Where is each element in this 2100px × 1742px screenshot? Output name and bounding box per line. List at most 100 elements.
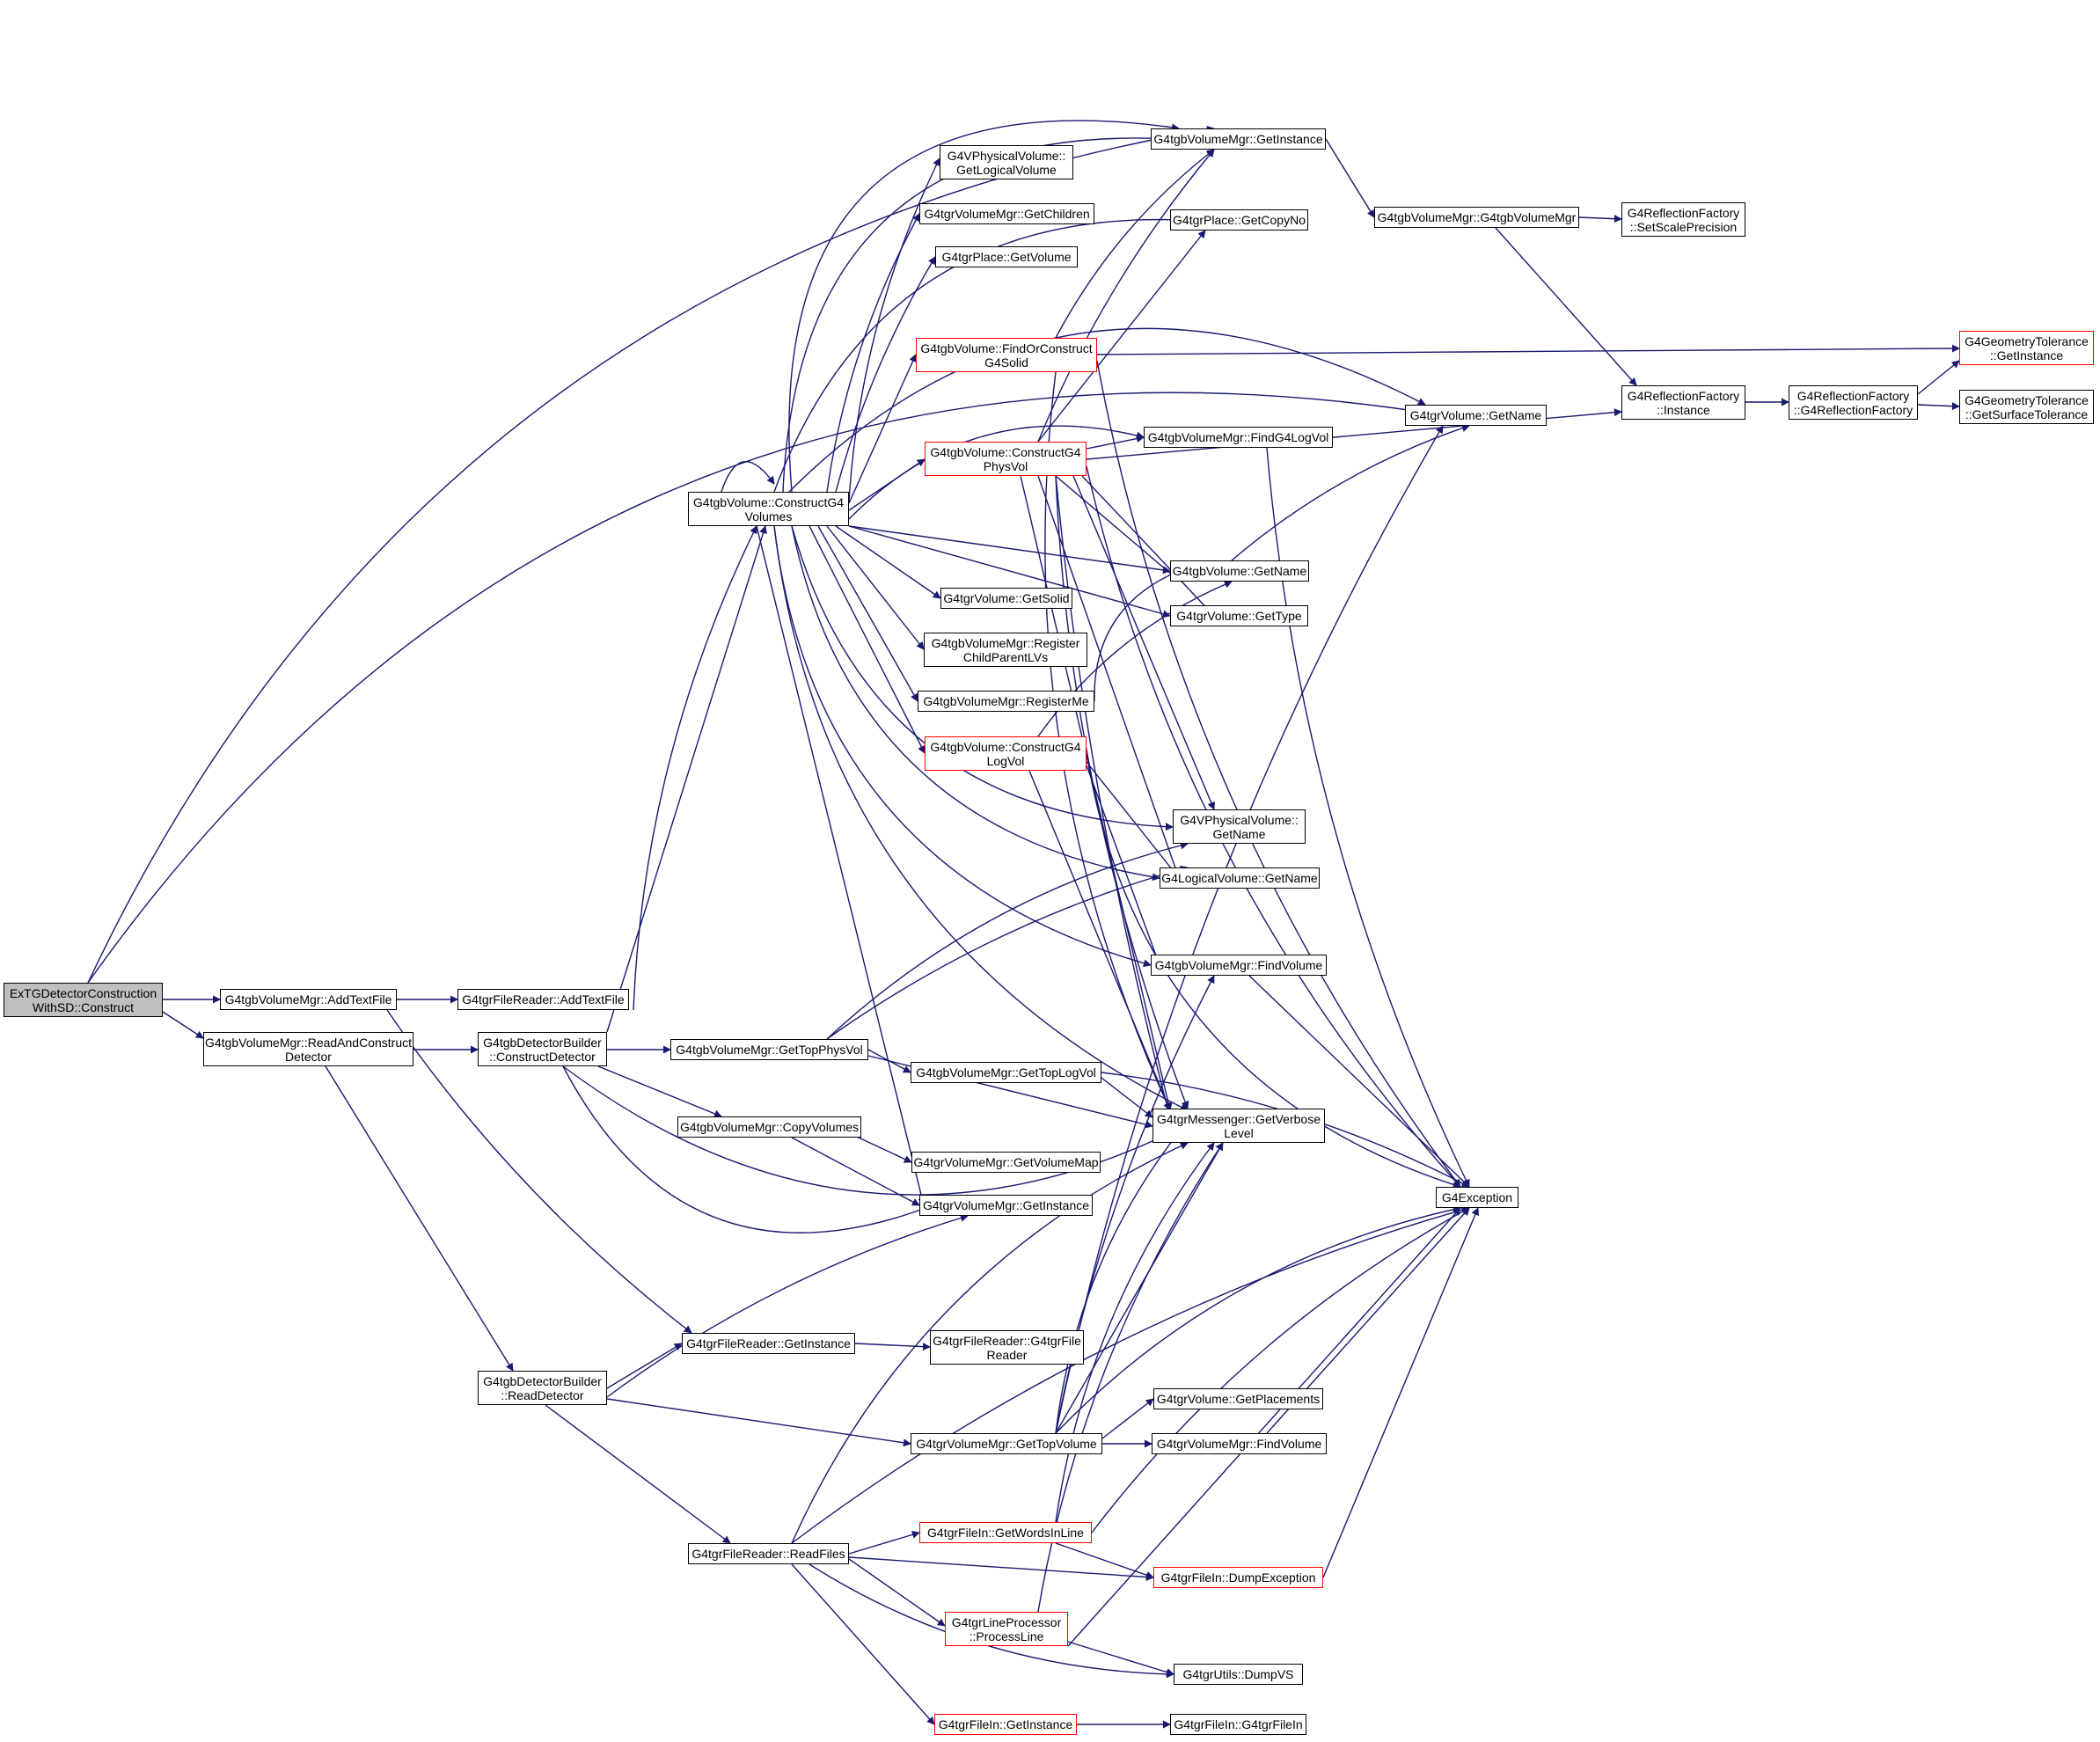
call-edge	[826, 525, 925, 650]
node-label: ::ProcessLine	[969, 1629, 1044, 1643]
node-gt-surface-tol[interactable]: G4GeometryTolerance ::GetSurfaceToleranc…	[1959, 390, 2094, 424]
node-label: G4ReflectionFactory	[1627, 205, 1740, 220]
call-edge	[756, 525, 926, 1206]
node-label: G4tgrVolumeMgr::GetInstance	[922, 1198, 1090, 1212]
node-construct-detector[interactable]: G4tgbDetectorBuilder ::ConstructDetector	[478, 1032, 607, 1066]
node-get-top-phys-vol[interactable]: G4tgbVolumeMgr::GetTopPhysVol	[670, 1039, 868, 1060]
call-edge	[817, 525, 918, 702]
node-label: G4tgrFileReader::ReadFiles	[691, 1547, 845, 1561]
node-label: G4tgbVolumeMgr::GetTopLogVol	[916, 1065, 1096, 1080]
call-edge	[867, 1055, 1153, 1129]
node-register-me[interactable]: G4tgbVolumeMgr::RegisterMe	[918, 691, 1094, 712]
node-label: ::GetInstance	[1989, 348, 2064, 362]
node-tgb-vol-mgr-instance[interactable]: G4tgbVolumeMgr::GetInstance	[1151, 128, 1326, 150]
node-add-text-file[interactable]: G4tgbVolumeMgr::AddTextFile	[220, 989, 397, 1010]
node-set-scale-precision[interactable]: G4ReflectionFactory ::SetScalePrecision	[1621, 202, 1745, 237]
node-label: G4tgbVolumeMgr::FindG4LogVol	[1147, 430, 1329, 444]
node-lv-get-name[interactable]: G4LogicalVolume::GetName	[1160, 867, 1320, 889]
call-edge	[791, 525, 1160, 882]
node-tgr-vol-mgr-instance[interactable]: G4tgrVolumeMgr::GetInstance	[919, 1195, 1093, 1216]
node-label: GetName	[1212, 826, 1266, 841]
node-get-top-volume[interactable]: G4tgrVolumeMgr::GetTopVolume	[911, 1433, 1102, 1454]
call-edge	[773, 525, 1189, 1111]
node-construct-log-vol[interactable]: G4tgbVolume::ConstructG4 LogVol	[925, 736, 1087, 771]
node-find-or-construct-solid[interactable]: G4tgbVolume::FindOrConstruct G4Solid	[916, 338, 1097, 372]
node-get-children[interactable]: G4tgrVolumeMgr::GetChildren	[919, 203, 1094, 224]
node-label: G4tgbVolume::FindOrConstruct	[920, 340, 1093, 355]
node-get-volume-map[interactable]: G4tgrVolumeMgr::GetVolumeMap	[911, 1152, 1101, 1173]
node-label: LogVol	[986, 753, 1025, 768]
node-tgb-find-volume[interactable]: G4tgbVolumeMgr::FindVolume	[1151, 955, 1327, 976]
node-label: G4tgrFileIn::DumpException	[1160, 1570, 1316, 1585]
node-construct-g4-volumes[interactable]: G4tgbVolume::ConstructG4 Volumes	[688, 492, 849, 526]
call-edge	[773, 525, 1152, 968]
node-g4-exception[interactable]: G4Exception	[1436, 1187, 1518, 1208]
node-tgr-get-name[interactable]: G4tgrVolume::GetName	[1405, 405, 1547, 426]
node-label: ::ReadDetector	[501, 1387, 584, 1402]
node-read-and-construct[interactable]: G4tgbVolumeMgr::ReadAndConstruct Detecto…	[203, 1032, 413, 1066]
call-edge	[791, 1205, 1470, 1544]
call-edge	[809, 525, 926, 754]
node-label: G4ReflectionFactory	[1796, 388, 1910, 403]
node-get-verbose-level[interactable]: G4tgrMessenger::GetVerbose Level	[1152, 1109, 1325, 1143]
node-tgr-get-type[interactable]: G4tgrVolume::GetType	[1170, 605, 1308, 626]
node-dump-exception[interactable]: G4tgrFileIn::DumpException	[1153, 1567, 1323, 1588]
node-fr-get-instance[interactable]: G4tgrFileReader::GetInstance	[682, 1333, 855, 1354]
call-edge	[1055, 475, 1180, 582]
node-pv-get-name[interactable]: G4VPhysicalVolume:: GetName	[1173, 809, 1306, 844]
call-edge	[1091, 1207, 1470, 1533]
node-label: G4tgbVolume::ConstructG4	[930, 739, 1081, 754]
node-read-detector[interactable]: G4tgbDetectorBuilder ::ReadDetector	[478, 1371, 607, 1405]
node-label: G4tgbVolumeMgr::AddTextFile	[224, 992, 392, 1006]
node-get-copy-no[interactable]: G4tgrPlace::GetCopyNo	[1170, 209, 1308, 231]
node-get-solid[interactable]: G4tgrVolume::GetSolid	[940, 588, 1072, 609]
node-rf-instance[interactable]: G4ReflectionFactory ::Instance	[1621, 385, 1745, 420]
node-find-g4-log-vol[interactable]: G4tgbVolumeMgr::FindG4LogVol	[1144, 427, 1333, 448]
node-copy-volumes[interactable]: G4tgbVolumeMgr::CopyVolumes	[677, 1116, 861, 1138]
node-get-top-log-vol[interactable]: G4tgbVolumeMgr::GetTopLogVol	[911, 1062, 1101, 1083]
node-read-files[interactable]: G4tgrFileReader::ReadFiles	[688, 1543, 849, 1564]
call-edge	[782, 135, 1171, 493]
node-file-in-get-instance[interactable]: G4tgrFileIn::GetInstance	[934, 1714, 1077, 1735]
node-get-words-in-line[interactable]: G4tgrFileIn::GetWordsInLine	[919, 1522, 1092, 1543]
node-fr-ctor[interactable]: G4tgrFileReader::G4tgrFile Reader	[930, 1330, 1084, 1365]
call-edge	[791, 1563, 935, 1725]
node-gt-instance[interactable]: G4GeometryTolerance ::GetInstance	[1959, 331, 2094, 365]
node-construct-phys-vol[interactable]: G4tgbVolume::ConstructG4 PhysVol	[925, 442, 1087, 476]
node-fr-add-text-file[interactable]: G4tgrFileReader::AddTextFile	[457, 989, 629, 1010]
node-get-placements[interactable]: G4tgrVolume::GetPlacements	[1153, 1388, 1323, 1409]
call-edge	[1096, 360, 1461, 1188]
call-edge	[1055, 149, 1215, 339]
node-label: Detector	[285, 1049, 332, 1064]
node-label: G4Solid	[984, 355, 1028, 370]
node-label: G4tgbVolumeMgr::RegisterMe	[923, 694, 1089, 708]
node-rf-ctor[interactable]: G4ReflectionFactory ::G4ReflectionFactor…	[1789, 385, 1918, 420]
node-get-logical-volume[interactable]: G4VPhysicalVolume:: GetLogicalVolume	[940, 145, 1073, 179]
call-edge	[1322, 1207, 1480, 1578]
call-edge	[1055, 1542, 1154, 1579]
node-register-child-parent[interactable]: G4tgbVolumeMgr::Register ChildParentLVs	[924, 633, 1087, 667]
node-label: G4tgbVolume::ConstructG4	[930, 444, 1081, 459]
call-edge	[848, 157, 940, 502]
node-tgb-vol-mgr-ctor[interactable]: G4tgbVolumeMgr::G4tgbVolumeMgr	[1374, 207, 1579, 228]
node-label: PhysVol	[983, 458, 1028, 473]
call-edge	[1094, 569, 1180, 702]
call-edge	[826, 865, 1189, 1040]
node-label: G4tgbDetectorBuilder	[483, 1373, 602, 1388]
call-edge	[562, 1065, 933, 1233]
node-tgr-find-volume[interactable]: G4tgrVolumeMgr::FindVolume	[1152, 1433, 1327, 1454]
call-edge	[1248, 975, 1470, 1188]
call-edge	[1086, 465, 1461, 1188]
node-process-line[interactable]: G4tgrLineProcessor ::ProcessLine	[945, 1612, 1068, 1646]
node-label: G4tgbVolumeMgr::GetInstance	[1153, 132, 1323, 146]
call-edge	[854, 1343, 931, 1351]
node-tgb-get-name[interactable]: G4tgbVolume::GetName	[1170, 560, 1309, 582]
node-file-in-ctor[interactable]: G4tgrFileIn::G4tgrFileIn	[1170, 1714, 1306, 1735]
call-edge	[1055, 1142, 1224, 1434]
node-place-get-volume[interactable]: G4tgrPlace::GetVolume	[935, 246, 1078, 267]
call-edge	[1037, 475, 1181, 879]
call-edge	[791, 1137, 920, 1206]
node-dump-vs[interactable]: G4tgrUtils::DumpVS	[1174, 1664, 1303, 1685]
